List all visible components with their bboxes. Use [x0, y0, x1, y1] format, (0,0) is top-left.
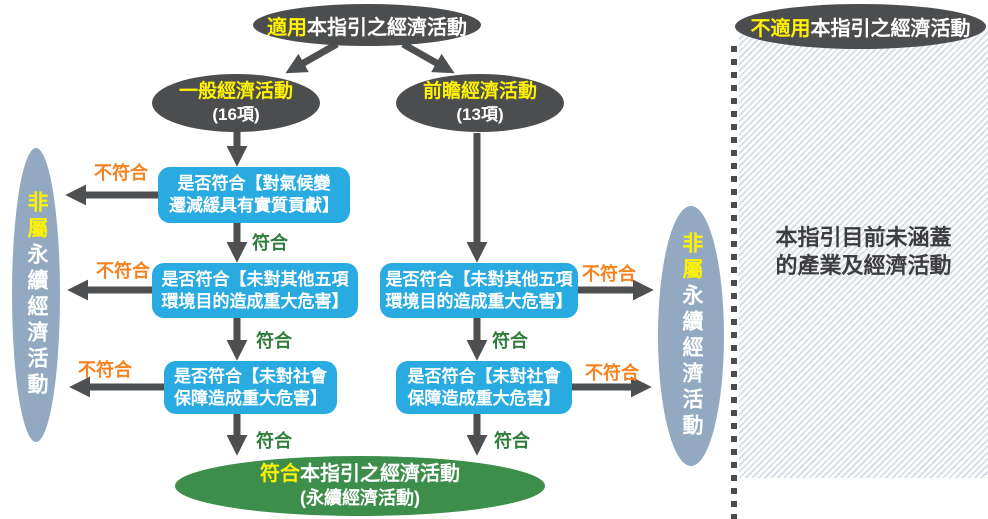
arrow-applicable-to-general: [285, 40, 339, 74]
node-result-sustainable: 符合本指引之經濟活動 (永續經濟活動): [175, 456, 545, 516]
decision-box-social-left-line2: 保障造成重大危害】: [174, 388, 327, 408]
decision-box-climate-line2: 遷減緩具有實質貢獻】: [169, 196, 339, 215]
forward-count: (13項): [456, 105, 504, 124]
node-not-applicable-label: 不適用本指引之經濟活動: [751, 12, 971, 41]
applicable-rest: 本指引之經濟活動: [307, 16, 467, 39]
excluded-note-line1: 本指引目前未涵蓋: [775, 225, 952, 250]
result-highlight: 符合: [260, 463, 300, 485]
excluded-note-line2: 的產業及經濟活動: [775, 253, 952, 278]
decision-box-social-right-line2: 保障造成重大危害】: [407, 388, 561, 408]
label-pass-social-left: 符合: [256, 431, 292, 451]
decision-box-social-left-line1: 是否符合【未對社會: [174, 366, 327, 386]
non-sustainable-right-highlight: 非屬: [680, 232, 703, 284]
node-non-sustainable-right: 非屬永續經濟活動: [658, 206, 724, 466]
decision-box-social-right-line1: 是否符合【未對社會: [407, 366, 561, 386]
label-pass-climate: 符合: [252, 233, 288, 253]
decision-box-climate: 是否符合【對氣候變 遷減緩具有實質貢獻】: [158, 167, 350, 223]
decision-box-env-right-line1: 是否符合【未對其他五項: [385, 269, 573, 289]
non-sustainable-left-rest: 永續經濟活動: [25, 243, 48, 399]
decision-box-env-right-line2: 環境目的造成重大危害】: [385, 291, 573, 311]
decision-box-env-right: 是否符合【未對其他五項 環境目的造成重大危害】: [380, 263, 578, 318]
node-general-activities: 一般經濟活動 (16項): [152, 74, 320, 132]
applicable-highlight: 適用: [267, 16, 307, 39]
result-line1: 符合本指引之經濟活動: [260, 462, 460, 486]
label-fail-social-right: 不符合: [585, 363, 639, 383]
excluded-hatch-area: [739, 28, 988, 478]
dashed-divider: [731, 46, 737, 519]
label-pass-env-right: 符合: [492, 331, 528, 351]
forward-title: 前瞻經濟活動: [422, 81, 537, 102]
decision-box-social-left: 是否符合【未對社會 保障造成重大危害】: [164, 361, 337, 414]
decision-box-env-left-line1: 是否符合【未對其他五項: [161, 269, 349, 289]
not-applicable-rest: 本指引之經濟活動: [810, 18, 971, 40]
not-applicable-highlight: 不適用: [750, 18, 811, 40]
decision-box-climate-line1: 是否符合【對氣候變: [177, 174, 331, 193]
label-fail-social-left: 不符合: [78, 360, 132, 380]
arrow-applicable-to-forward: [401, 40, 455, 74]
decision-box-social-right: 是否符合【未對社會 保障造成重大危害】: [396, 361, 572, 414]
label-fail-env-left: 不符合: [96, 261, 150, 281]
excluded-note: 本指引目前未涵蓋 的產業及經濟活動: [739, 224, 988, 280]
label-fail-env-right: 不符合: [582, 264, 636, 284]
result-rest: 本指引之經濟活動: [300, 463, 460, 485]
non-sustainable-right-rest: 永續經濟活動: [680, 284, 703, 440]
general-count: (16項): [212, 105, 260, 124]
node-applicable-label: 適用本指引之經濟活動: [267, 11, 467, 40]
label-pass-social-right: 符合: [494, 431, 530, 451]
general-title: 一般經濟活動: [178, 81, 293, 102]
result-sub: (永續經濟活動): [300, 488, 420, 508]
label-fail-climate: 不符合: [94, 163, 148, 183]
label-pass-env-left: 符合: [256, 331, 292, 351]
non-sustainable-left-highlight: 非屬: [25, 191, 48, 243]
node-forward-activities: 前瞻經濟活動 (13項): [396, 74, 564, 132]
decision-box-env-left: 是否符合【未對其他五項 環境目的造成重大危害】: [152, 263, 358, 318]
node-not-applicable-activities: 不適用本指引之經濟活動: [735, 4, 986, 49]
node-applicable-activities: 適用本指引之經濟活動: [253, 4, 481, 46]
decision-box-env-left-line2: 環境目的造成重大危害】: [161, 291, 349, 311]
node-non-sustainable-left: 非屬永續經濟活動: [12, 148, 60, 442]
